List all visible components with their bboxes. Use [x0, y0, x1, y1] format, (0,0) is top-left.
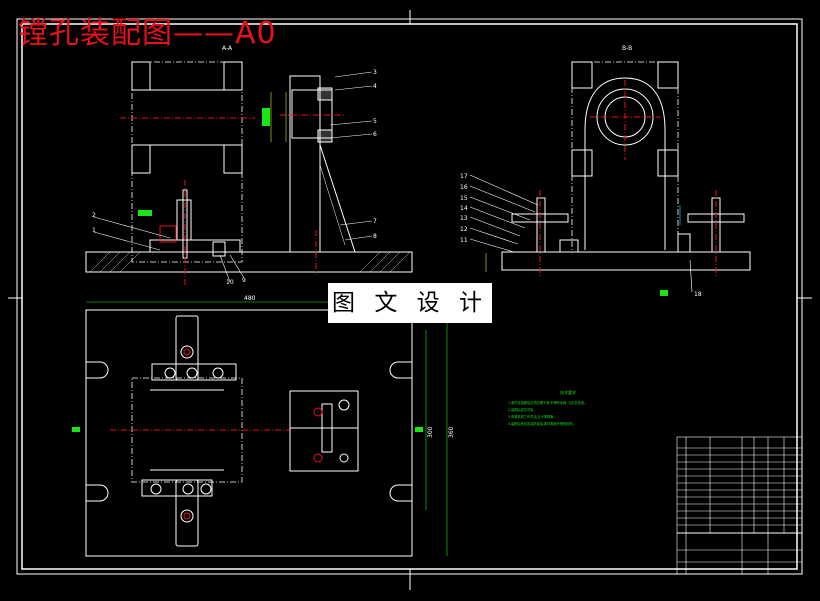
front-part-number: 4 [373, 83, 377, 90]
side-view: B-B [469, 45, 751, 296]
note-line: 3.夹紧机构工作灵活,无卡滞现象。 [508, 414, 557, 419]
watermark-banner: 图 文 设 计 [328, 283, 492, 323]
side-part-number: 18 [694, 291, 702, 298]
notes-title: 技术要求 [560, 389, 576, 395]
side-part-number: 16 [460, 184, 468, 191]
side-view-label: B-B [622, 45, 632, 52]
front-view-label: A-A [222, 45, 233, 52]
drawing-title: 镗孔装配图——A0 [18, 16, 277, 51]
base-plate [85, 251, 413, 273]
top-support-block [289, 390, 359, 472]
note-line: 1.零件在装配前必须清理干净,不得有毛刺,飞边,氧化皮。 [508, 400, 587, 405]
top-clamp-upper [175, 315, 199, 381]
note-line: 4.装配后夹具应涂防锈油,零件表面不得有损伤。 [508, 421, 576, 426]
title-block [676, 436, 803, 575]
top-view [72, 301, 448, 557]
front-part-number: 5 [373, 118, 377, 125]
support-column [289, 75, 321, 253]
front-part-number: 8 [373, 233, 377, 240]
side-part-numbers: 11 12 13 14 15 16 17 18 [460, 173, 702, 298]
front-view: A-A [85, 45, 413, 285]
front-part-number: 10 [226, 279, 234, 286]
front-part-number: 3 [373, 69, 377, 76]
side-part-number: 12 [460, 226, 468, 233]
front-part-number: 9 [242, 277, 246, 284]
side-support [584, 77, 666, 250]
note-line: 2.装配后定位可靠。 [508, 407, 537, 412]
dimension-width: 480 [244, 295, 256, 302]
side-part-number: 13 [460, 215, 468, 222]
top-dimensions: 480 300 360 [244, 295, 455, 438]
frame-center-marks [8, 10, 812, 590]
front-part-number: 1 [92, 227, 96, 234]
front-part-numbers: 1 2 3 4 5 6 7 8 9 10 [92, 69, 377, 286]
side-part-number: 11 [460, 237, 468, 244]
side-base [501, 251, 751, 271]
side-part-number: 17 [460, 173, 468, 180]
front-part-number: 6 [373, 131, 377, 138]
tech-notes: 技术要求 1.零件在装配前必须清理干净,不得有毛刺,飞边,氧化皮。 2.装配后定… [508, 389, 587, 426]
front-part-number: 2 [92, 212, 96, 219]
base-hatch [89, 251, 411, 273]
side-part-number: 15 [460, 195, 468, 202]
top-base-plate [85, 309, 413, 557]
dimension-height1: 300 [427, 426, 434, 438]
side-part-number: 14 [460, 205, 468, 212]
dimension-height2: 360 [448, 426, 455, 438]
front-part-number: 7 [373, 218, 377, 225]
